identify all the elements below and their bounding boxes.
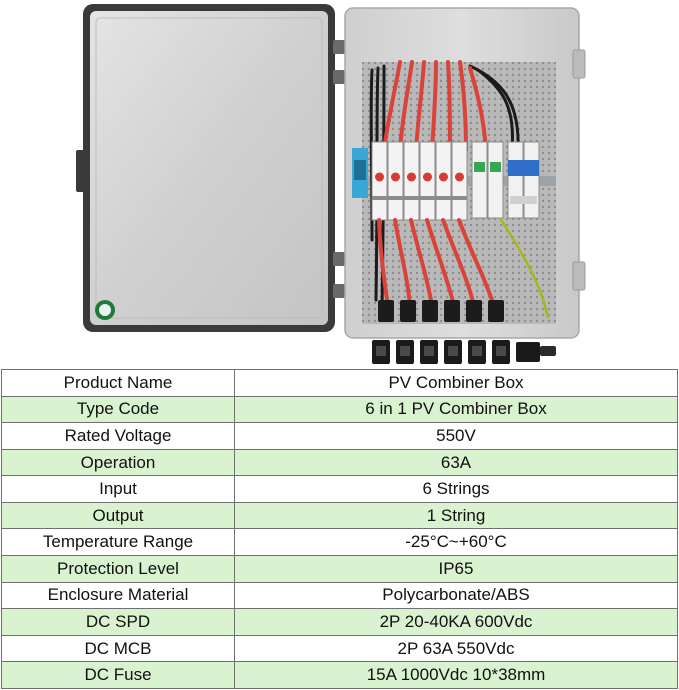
enclosure-lid — [76, 4, 345, 332]
row-value: -25°C~+60°C — [234, 528, 678, 557]
fuse-holders — [352, 141, 468, 221]
row-label: Output — [1, 501, 235, 530]
table-row: Output 1 String — [1, 501, 678, 530]
row-value: PV Combiner Box — [234, 369, 678, 397]
surge-protector — [471, 141, 504, 219]
mc4-connectors — [372, 340, 556, 364]
row-label: Enclosure Material — [1, 581, 235, 610]
row-label: DC MCB — [1, 634, 235, 663]
row-label: Temperature Range — [1, 528, 235, 557]
red-wires-top — [382, 60, 488, 152]
certification-sticker — [95, 300, 115, 320]
row-value: 2P 63A 550Vdc — [234, 634, 678, 663]
row-value: Polycarbonate/ABS — [234, 581, 678, 610]
row-label: DC SPD — [1, 608, 235, 636]
row-value: 63A — [234, 448, 678, 477]
row-value: 2P 20-40KA 600Vdc — [234, 608, 678, 636]
table-row: Type Code 6 in 1 PV Combiner Box — [1, 395, 678, 424]
row-label: Input — [1, 475, 235, 503]
table-row: DC MCB 2P 63A 550Vdc — [1, 634, 678, 663]
row-value: 6 Strings — [234, 475, 678, 503]
cable-glands — [378, 300, 504, 322]
table-row: Rated Voltage 550V — [1, 422, 678, 450]
table-row: DC SPD 2P 20-40KA 600Vdc — [1, 608, 678, 636]
product-photo — [76, 4, 586, 364]
row-label: Product Name — [1, 369, 235, 397]
combiner-box-illustration — [76, 4, 586, 364]
row-label: Rated Voltage — [1, 422, 235, 450]
earth-wire — [498, 217, 550, 319]
table-row: Product Name PV Combiner Box — [1, 369, 678, 397]
table-row: Protection Level IP65 — [1, 555, 678, 583]
row-value: IP65 — [234, 555, 678, 583]
table-row: Input 6 Strings — [1, 475, 678, 503]
row-label: Type Code — [1, 395, 235, 424]
table-row: Temperature Range -25°C~+60°C — [1, 528, 678, 557]
row-value: 1 String — [234, 501, 678, 530]
row-label: DC Fuse — [1, 661, 235, 689]
table-row: Operation 63A — [1, 448, 678, 477]
dc-breaker — [507, 141, 540, 219]
row-label: Operation — [1, 448, 235, 477]
spec-table: Product Name PV Combiner Box Type Code 6… — [1, 369, 678, 689]
row-value: 550V — [234, 422, 678, 450]
row-value: 15A 1000Vdc 10*38mm — [234, 661, 678, 689]
red-wires-bottom — [377, 218, 496, 308]
table-row: Enclosure Material Polycarbonate/ABS — [1, 581, 678, 610]
row-value: 6 in 1 PV Combiner Box — [234, 395, 678, 424]
row-label: Protection Level — [1, 555, 235, 583]
table-row: DC Fuse 15A 1000Vdc 10*38mm — [1, 661, 678, 689]
